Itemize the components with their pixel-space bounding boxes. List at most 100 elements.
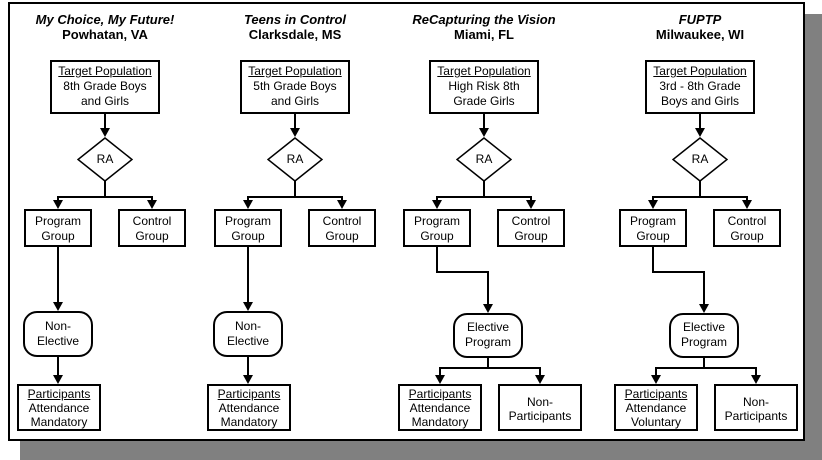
connector (652, 271, 705, 273)
participants-heading: Participants (408, 387, 472, 401)
arrowhead-down-icon (479, 128, 489, 137)
connector (57, 196, 153, 198)
connector (436, 271, 489, 273)
assignment-box: Non- Elective (213, 311, 283, 357)
assignment-line2: Program (680, 335, 727, 349)
arrowhead-down-icon (147, 200, 157, 209)
connector (439, 367, 441, 377)
arrowhead-down-icon (243, 302, 253, 311)
target-population-line1: High Risk 8th (448, 79, 520, 93)
connector (487, 271, 489, 306)
arrowhead-down-icon (742, 200, 752, 209)
program-title: Teens in Control (243, 12, 347, 27)
flow-column-miami: ReCapturing the Vision Miami, FL Target … (389, 0, 582, 441)
arrowhead-down-icon (695, 128, 705, 137)
assignment-line1: Non- (234, 319, 261, 333)
arrowhead-down-icon (337, 200, 347, 209)
attendance-type: Voluntary (630, 415, 682, 429)
target-population-box: Target Population 8th Grade Boys and Gir… (50, 60, 160, 114)
assignment-box: Elective Program (453, 313, 523, 358)
ra-label: RA (286, 152, 304, 166)
arrowhead-down-icon (53, 200, 63, 209)
program-group-box: Program Group (24, 209, 92, 247)
connector (655, 367, 757, 369)
non-participants-line1: Non- (742, 395, 769, 409)
connector (247, 247, 249, 304)
connector (483, 180, 485, 198)
arrowhead-down-icon (535, 375, 545, 384)
program-group-box: Program Group (403, 209, 471, 247)
arrowhead-down-icon (699, 304, 709, 313)
attendance-type: Mandatory (30, 415, 88, 429)
connector (487, 358, 489, 369)
target-population-line2: and Girls (270, 94, 320, 108)
program-location: Clarksdale, MS (248, 27, 342, 42)
control-group-box: Control Group (713, 209, 781, 247)
arrowhead-down-icon (648, 200, 658, 209)
connector (57, 196, 59, 203)
non-participants-box: Non- Participants (714, 384, 798, 431)
attendance-line: Attendance (409, 401, 471, 415)
participants-box: Participants Attendance Mandatory (207, 384, 291, 431)
assignment-box: Non- Elective (23, 311, 93, 357)
arrowhead-down-icon (243, 375, 253, 384)
connector (439, 367, 541, 369)
ra-label: RA (691, 152, 709, 166)
control-group-box: Control Group (308, 209, 376, 247)
connector (341, 196, 343, 203)
ra-label: RA (475, 152, 493, 166)
target-population-line1: 8th Grade Boys (63, 79, 147, 93)
connector (247, 357, 249, 377)
connector (703, 271, 705, 306)
arrowhead-down-icon (53, 375, 63, 384)
assignment-line1: Non- (44, 319, 71, 333)
connector (294, 180, 296, 198)
non-participants-line2: Participants (724, 409, 788, 423)
participants-box: Participants Attendance Mandatory (17, 384, 101, 431)
attendance-line: Attendance (28, 401, 90, 415)
participants-heading: Participants (624, 387, 688, 401)
connector (247, 196, 249, 203)
attendance-type: Mandatory (411, 415, 469, 429)
target-population-box: Target Population 3rd - 8th Grade Boys a… (645, 60, 755, 114)
participants-box: Participants Attendance Voluntary (614, 384, 698, 431)
arrowhead-down-icon (243, 200, 253, 209)
target-population-line1: 5th Grade Boys (253, 79, 337, 93)
target-population-heading: Target Population (653, 64, 747, 78)
non-participants-box: Non- Participants (498, 384, 582, 431)
target-population-heading: Target Population (437, 64, 531, 78)
target-population-heading: Target Population (248, 64, 342, 78)
connector (652, 196, 654, 203)
flow-column-powhatan: My Choice, My Future! Powhatan, VA Targe… (10, 0, 200, 441)
program-location: Milwaukee, WI (655, 27, 745, 42)
participants-heading: Participants (217, 387, 281, 401)
attendance-type: Mandatory (220, 415, 278, 429)
connector (436, 247, 438, 273)
target-population-line2: and Girls (80, 94, 130, 108)
target-population-box: Target Population High Risk 8th Grade Gi… (429, 60, 539, 114)
arrowhead-down-icon (435, 375, 445, 384)
connector (699, 180, 701, 198)
target-population-line1: 3rd - 8th Grade (659, 79, 741, 93)
arrowhead-down-icon (526, 200, 536, 209)
attendance-line: Attendance (218, 401, 280, 415)
connector (530, 196, 532, 203)
assignment-line2: Elective (226, 334, 270, 348)
target-population-box: Target Population 5th Grade Boys and Gir… (240, 60, 350, 114)
connector (652, 247, 654, 273)
participants-box: Participants Attendance Mandatory (398, 384, 482, 431)
program-title: FUPTP (678, 12, 722, 27)
connector (483, 112, 485, 130)
program-title: ReCapturing the Vision (412, 12, 556, 27)
arrowhead-down-icon (53, 302, 63, 311)
program-group-box: Program Group (619, 209, 687, 247)
connector (151, 196, 153, 203)
non-participants-line2: Participants (508, 409, 572, 423)
target-population-line2: Grade Girls (453, 94, 515, 108)
arrowhead-down-icon (432, 200, 442, 209)
connector (652, 196, 748, 198)
connector (699, 112, 701, 130)
program-location: Powhatan, VA (62, 27, 148, 42)
program-title: My Choice, My Future! (35, 12, 175, 27)
